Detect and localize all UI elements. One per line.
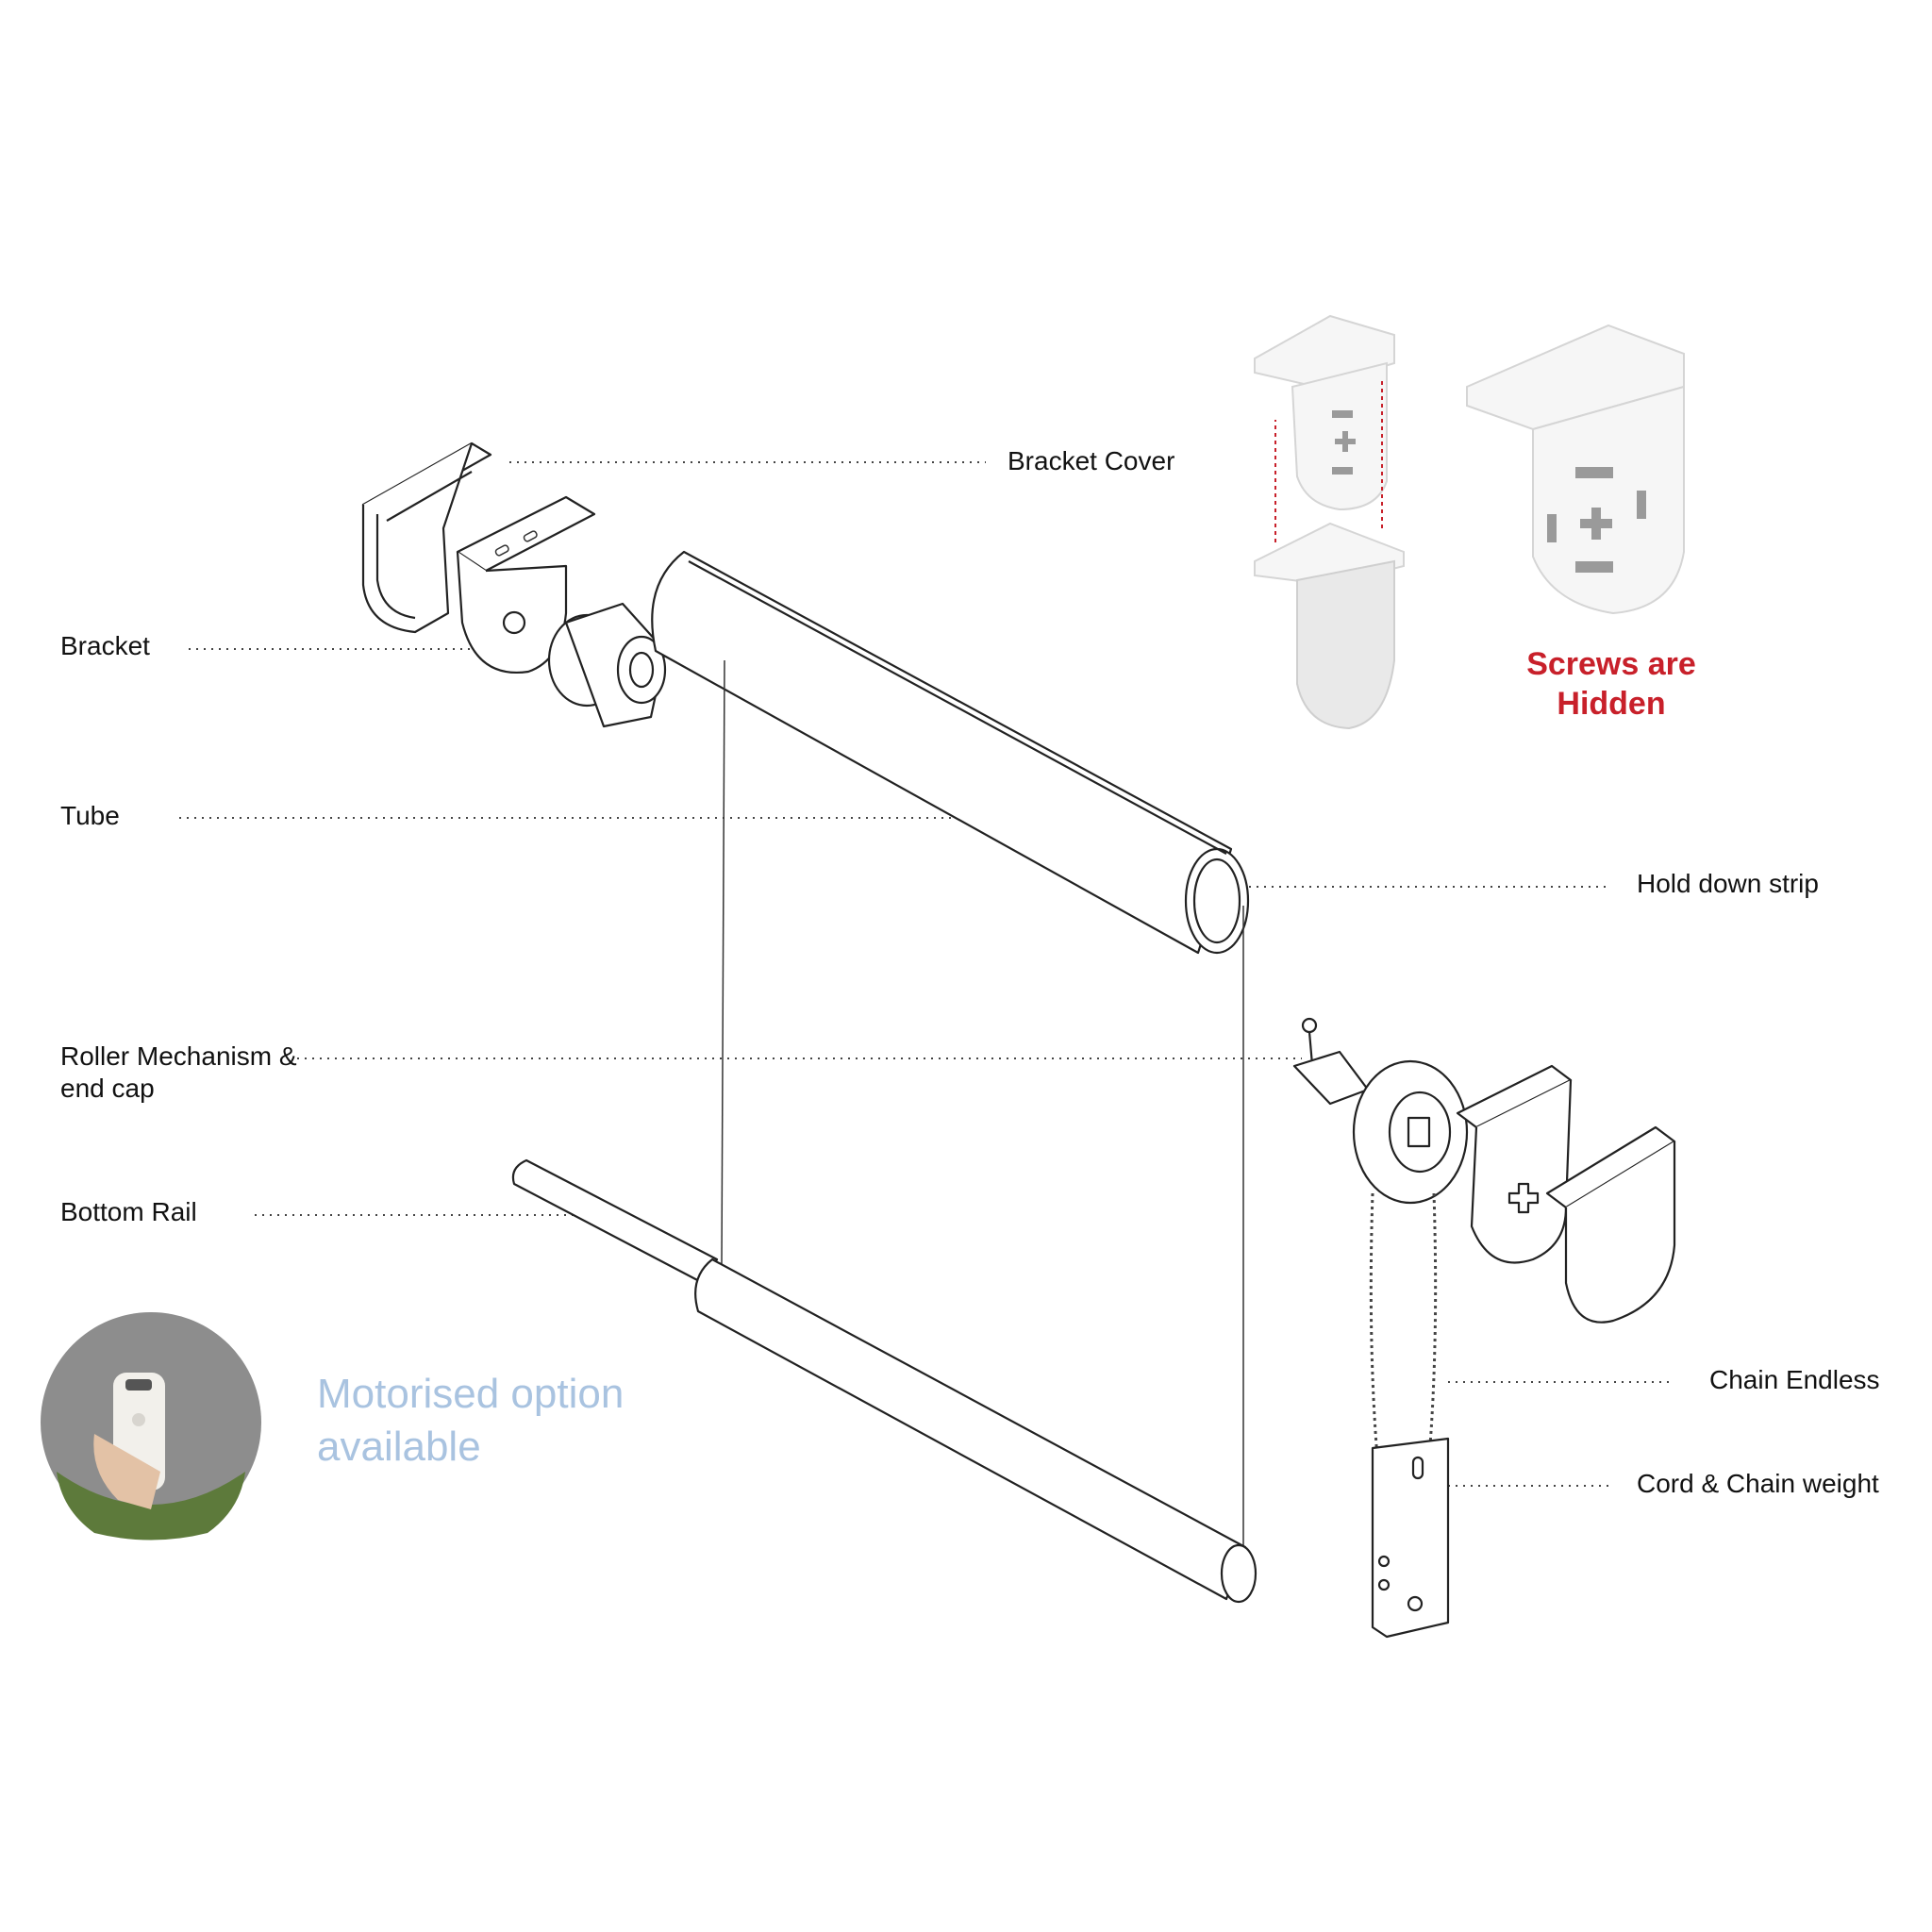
remote-control-photo xyxy=(41,1312,261,1541)
tube xyxy=(651,550,1250,955)
bracket-cover-left xyxy=(361,441,492,634)
chain-weight xyxy=(1371,1437,1450,1639)
label-bracket: Bracket xyxy=(60,631,150,660)
screws-hidden-callout: Screws are Hidden xyxy=(1526,646,1696,722)
motorised-option-text: Motorised option available xyxy=(317,1371,625,1470)
label-cord-chain-weight: Cord & Chain weight xyxy=(1637,1469,1879,1498)
label-bottom-rail: Bottom Rail xyxy=(60,1197,197,1226)
roller-mechanism xyxy=(1292,1017,1469,1205)
leader-lines xyxy=(179,461,1670,1487)
fabric xyxy=(721,659,1244,1557)
end-plug-left xyxy=(547,602,667,728)
bracket-right xyxy=(1456,1064,1573,1264)
bottom-rail xyxy=(511,1158,1257,1604)
label-hold-down-strip: Hold down strip xyxy=(1637,869,1819,898)
label-tube: Tube xyxy=(60,801,120,830)
hidden-screws-illustration xyxy=(1254,314,1685,730)
label-roller-mechanism: Roller Mechanism & end cap xyxy=(60,1041,297,1103)
bracket-cover-right xyxy=(1545,1125,1676,1324)
label-bracket-cover: Bracket Cover xyxy=(1008,446,1175,475)
label-chain-endless: Chain Endless xyxy=(1709,1365,1880,1394)
chain-endless xyxy=(1369,1192,1438,1458)
